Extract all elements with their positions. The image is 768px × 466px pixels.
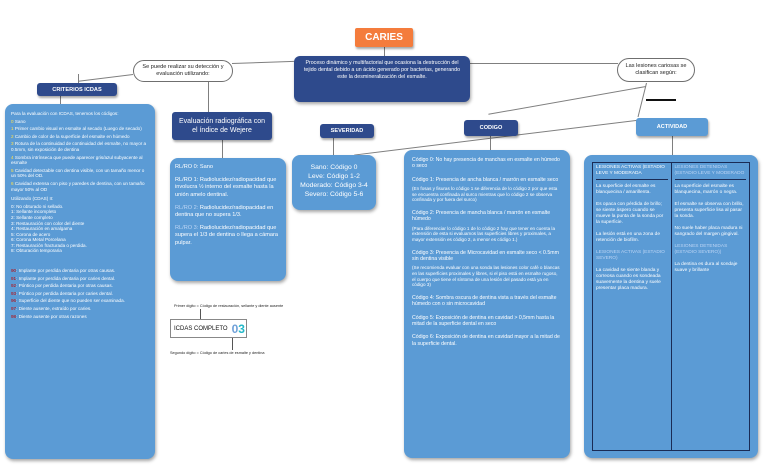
extra-item: 92: Póntico por perdida dentaria por otr… (11, 283, 113, 289)
codigo-box: Código 0: No hay presencia de manchas en… (404, 150, 570, 458)
severidad-header: SEVERIDAD (320, 124, 374, 138)
right-bubble-text: Las lesiones cariosas se clasifican segú… (625, 63, 687, 76)
codigo-item: Código 4: Sombra oscura de dentina vista… (412, 294, 557, 308)
extra-item: 96: Superficie del diente que no pueden … (11, 298, 125, 304)
codigo-item: Código 0: No hay presencia de manchas en… (412, 157, 560, 170)
icdas-digit-2: 3 (238, 321, 245, 336)
definition-text: Proceso dinámico y multifactorial que oc… (303, 60, 461, 80)
rl-item: RL/RO 0: Sano (175, 164, 213, 170)
used-item: 0: No obturado ni sellado. (11, 203, 64, 209)
code-item: 6 Cavidad extensa con piso y paredes de … (11, 180, 145, 192)
severidad-box: Sano: Código 0 Leve: Código 1-2 Moderado… (292, 155, 376, 210)
criterios-box: Para la evaluación con ICDAS, tenemos lo… (5, 104, 155, 459)
used-item: 5: Corona de acero (11, 231, 51, 237)
severidad-line: Sano: Código 0 (310, 164, 358, 171)
severidad-line: Leve: Código 1-2 (308, 173, 360, 180)
criterios-codes: 0 Sano 1 Primer cambio visual en esmalte… (11, 119, 149, 193)
activas-head: LESIONES ACTIVAS (ESTADIO LEVE Y MODERAD… (596, 165, 668, 180)
codigo-item: Código 6: Exposición de dentina en cavid… (412, 334, 560, 347)
detenidas-head: LESIONES DETENIDAS (ESTADIO LEVE Y MODER… (674, 165, 746, 180)
code-item: 0 Sano (11, 118, 26, 124)
code-item: 4 Sombra intrínseca que puede aparecer g… (11, 154, 143, 166)
criterios-intro: Para la evaluación con ICDAS, tenemos lo… (11, 111, 119, 116)
rl-item: RL/RO 2: Radiolucidez/radiopacidad en de… (175, 204, 274, 219)
used-item: 8: Obturación temporaria (11, 248, 62, 254)
severidad-line: Moderado: Código 3-4 (300, 182, 368, 189)
activas-head-severo: LESIONES ACTIVAS (ESTADIO SEVERO) (596, 250, 665, 261)
detenidas-item: No suele haber placa madura ni sangrado … (674, 226, 743, 237)
code-item: 2 Cambio de color de la superficie del e… (11, 133, 130, 139)
rl-item: RL/RO 3: Radiolucidez/radiopacidad que s… (175, 225, 278, 246)
detenidas-item: La dentina es dura al sondaje suave y br… (674, 262, 738, 273)
code-item: 1 Primer cambio visual en esmalte al sec… (11, 126, 142, 132)
activas-item: La cavidad se siente blanda y correosa c… (596, 268, 661, 291)
right-bubble: Las lesiones cariosas se clasifican segú… (617, 58, 695, 82)
used-item: 4: Restauración en amalgama (11, 226, 73, 232)
codigo-item: Código 2: Presencia de mancha blanca / m… (412, 210, 556, 242)
codigo-item: Código 1: Presencia de ancha blanca / ma… (412, 176, 559, 203)
detenidas-head-severo: LESIONES DETENIDAS (ESTADIO SEVERO)) (674, 244, 728, 255)
detenidas-item: El esmalte se observa con brillo, presen… (674, 202, 744, 219)
icdas-top-note: Primer dígito = Código de restauración, … (174, 304, 284, 308)
icdas-label: ICDAS COMPLETO (174, 325, 228, 332)
extra-list: 90: Implante por perdida dentaria por ot… (11, 268, 149, 319)
used-list: 0: No obturado ni sellado. 1: Sellante i… (11, 204, 149, 254)
code-item: 5 Cavidad detectable con dentina visible… (11, 167, 145, 179)
icdas-label-box: ICDAS COMPLETO 0 3 (170, 319, 247, 338)
caries-title: CARIES (355, 28, 413, 47)
detenidas-item: La superficie del esmalte es blanquecina… (674, 184, 738, 195)
definition-box: Proceso dinámico y multifactorial que oc… (294, 56, 470, 102)
extra-item: 93: Póntico por perdida dentaria por car… (11, 290, 113, 296)
codigo-item: Código 5: Exposición de dentina en cavid… (412, 314, 555, 327)
radiografica-header: Evaluación radiográfica con el índice de… (172, 112, 272, 140)
actividad-box: LESIONES ACTIVAS (ESTADIO LEVE Y MODERAD… (584, 155, 758, 458)
icdas-example: Primer dígito = Código de restauración, … (170, 300, 298, 362)
used-item: 2: Sellante completo (11, 214, 53, 220)
radiografica-box: RL/RO 0: Sano RL/RO 1: Radiolucidez/radi… (170, 158, 286, 281)
codigo-header: CODIGO (464, 120, 518, 136)
used-item: 7: Restauración fracturada o perdida. (11, 242, 87, 248)
code-item: 3 Rotura de la continuidad de continuida… (11, 141, 147, 152)
activas-item: La superficie del esmalte es blanquecina… (596, 184, 656, 195)
extra-item: 97: Diente ausente, extraído por caries. (11, 306, 92, 312)
activas-column: LESIONES ACTIVAS (ESTADIO LEVE Y MODERAD… (592, 162, 672, 451)
extra-item: 98: Diente ausente por otras razones (11, 313, 87, 319)
icdas-digit-1: 0 (231, 321, 239, 336)
actividad-table: LESIONES ACTIVAS (ESTADIO LEVE Y MODERAD… (592, 162, 750, 451)
criterios-header: CRITERIOS ICDAS (37, 83, 117, 96)
activas-item: La lesión está en una zona de retención … (596, 232, 661, 243)
rl-item: RL/RO 1: Radiolucidez/radiopacidad que i… (175, 177, 277, 198)
used-title: Utilizando (CDAS) II: (11, 196, 54, 202)
extra-item: 91: Implante por perdida dentaria por ca… (11, 275, 116, 281)
left-bubble-text: Se puede realizar su detección y evaluac… (142, 64, 224, 77)
icdas-bottom-note: Segundo dígito = Código de caries de esm… (170, 351, 265, 355)
left-bubble: Se puede realizar su detección y evaluac… (133, 60, 233, 82)
codigo-item: Código 3: Presencia de Microcavidad en e… (412, 249, 560, 288)
severidad-line: Severo: Código 5-6 (304, 191, 364, 198)
activas-item: Es opaca con pérdida de brillo; se sient… (596, 202, 664, 225)
detenidas-column: LESIONES DETENIDAS (ESTADIO LEVE Y MODER… (670, 162, 750, 451)
extra-item: 90: Implante por perdida dentaria por ot… (11, 268, 116, 274)
actividad-header: ACTIVIDAD (636, 118, 708, 136)
used-item: 6: Corona Metal Porcelana (11, 237, 66, 243)
used-item: 3: Restauración con color del diente (11, 220, 85, 226)
used-item: 1: Sellante incompleto (11, 209, 57, 215)
